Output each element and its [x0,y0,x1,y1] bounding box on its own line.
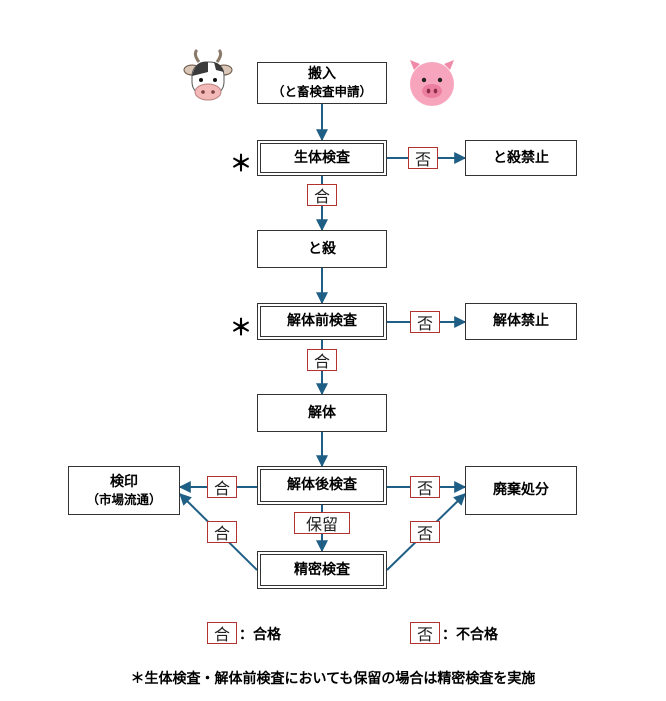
node-stamp-sub: （市場流通） [86,491,162,507]
star-mark-pre-dressing: ＊ [230,316,253,341]
tag-fail-pre-dressing: 否 [410,311,440,333]
tag-pass-post-dressing: 合 [207,476,237,498]
node-dressing: 解体 [257,394,387,432]
footnote: ＊生体検査・解体前検査においても保留の場合は精密検査を実施 [130,671,536,687]
node-post-dressing-label: 解体後検査 [287,477,357,494]
node-inspection-stamp: 検印 （市場流通） [68,466,180,515]
tag-fail-detailed: 否 [410,521,440,543]
node-detailed-label: 精密検査 [294,561,350,578]
tag-fail-antemortem: 否 [408,147,438,169]
node-pre-dressing-label: 解体前検査 [287,313,357,330]
node-carry-in-label: 搬入 [308,66,336,83]
cow-icon [183,48,233,101]
star-mark-antemortem: ＊ [230,152,253,177]
tag-pass-antemortem: 合 [307,184,337,206]
node-carry-in: 搬入 （と畜検査申請） [257,62,387,104]
node-dressing-label: 解体 [308,404,336,421]
node-slaughter-label: と殺 [308,240,336,257]
tag-pass-pre-dressing: 合 [307,349,337,371]
node-disposal-label: 廃棄処分 [493,482,549,499]
legend-pass-tag: 合 [207,622,237,644]
node-antemortem-inspection: 生体検査 [257,140,387,176]
node-slaughter: と殺 [257,230,387,268]
tag-hold-post-dressing: 保留 [294,512,350,534]
tag-fail-post-dressing: 否 [410,476,440,498]
node-stamp-label: 検印 [110,473,138,490]
node-slaughter-ban: と殺禁止 [465,140,577,176]
node-carry-in-sub: （と畜検査申請） [271,84,372,99]
node-antemortem-label: 生体検査 [294,149,350,166]
legend-fail-text: ：不合格 [442,627,498,643]
node-post-dressing-inspection: 解体後検査 [257,466,387,505]
legend-fail-tag: 否 [410,622,440,644]
legend-pass-text: ：合格 [239,627,281,643]
tag-pass-detailed: 合 [207,521,237,543]
node-detailed-inspection: 精密検査 [257,551,387,589]
node-disposal: 廃棄処分 [465,466,577,515]
pig-icon [410,60,454,106]
node-dressing-ban-label: 解体禁止 [493,313,549,330]
node-dressing-ban: 解体禁止 [465,303,577,340]
node-pre-dressing-inspection: 解体前検査 [257,303,387,340]
node-slaughter-ban-label: と殺禁止 [493,149,549,166]
